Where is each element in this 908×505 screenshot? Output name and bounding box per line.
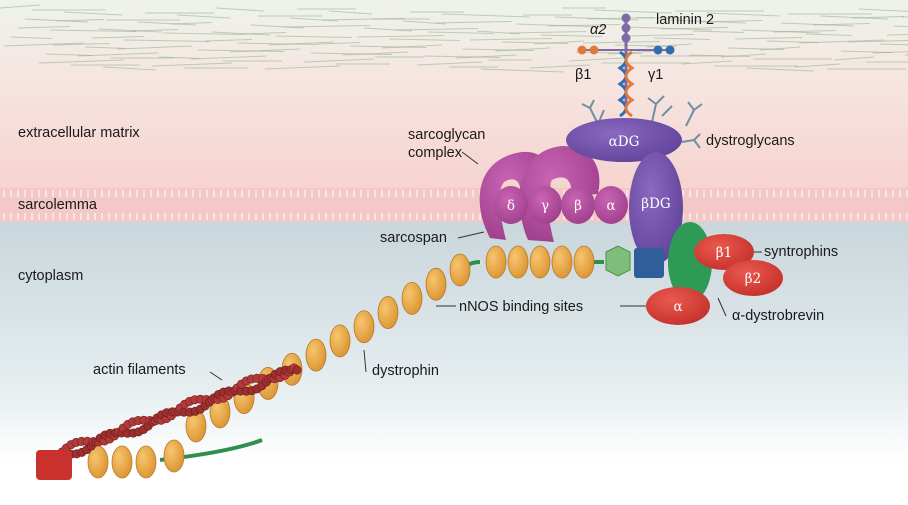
dystrophin-bead xyxy=(529,245,551,279)
dystrobrevin-label: α-dystrobrevin xyxy=(732,308,824,324)
dystrophin-bead xyxy=(401,281,423,315)
cysteine-rich-domain xyxy=(634,248,664,278)
nnos-label: nNOS binding sites xyxy=(459,299,583,315)
laminin-beta-label: β1 xyxy=(575,67,591,83)
syn-b2-label: β2 xyxy=(745,271,761,287)
sarcoglycan-label-1: sarcoglycan xyxy=(408,127,485,143)
laminin-arm-bead xyxy=(653,45,663,55)
sarcoglycan-subunits: δ γ β α xyxy=(494,186,628,224)
sg-alpha-label: α xyxy=(606,198,615,214)
dystrophin-bead xyxy=(485,245,507,279)
laminin-arm-bead xyxy=(665,45,675,55)
glycan-branches xyxy=(581,95,703,149)
ecm-fibers xyxy=(0,4,908,73)
laminin-arm-bead xyxy=(577,45,587,55)
sarcolemma-label: sarcolemma xyxy=(18,197,98,213)
dystrophin-bead xyxy=(353,310,375,344)
dystrophin-bead xyxy=(305,338,327,372)
actin-label: actin filaments xyxy=(93,362,186,378)
sg-beta-label: β xyxy=(574,198,582,214)
laminin-alpha-bead xyxy=(621,23,631,33)
dystrophin-bead xyxy=(377,296,399,329)
laminin-arm-bead xyxy=(589,45,599,55)
actin-binding-domain xyxy=(36,450,72,480)
dystroglycans-label: dystroglycans xyxy=(706,133,795,149)
dbr-alpha-label: α xyxy=(673,299,682,315)
dystrophin-bead xyxy=(111,445,133,479)
dystrophin-bead xyxy=(425,267,447,301)
sg-gamma-label: γ xyxy=(541,198,549,214)
dystrophin-bead xyxy=(573,245,595,279)
sarcoglycan-label-2: complex xyxy=(408,145,463,161)
syntrophin-b1 xyxy=(694,234,754,270)
laminin-gamma-label: γ1 xyxy=(648,67,663,83)
hexagon-domain xyxy=(605,245,631,277)
dystrophin-bead xyxy=(329,324,351,358)
laminin-label: laminin 2 xyxy=(656,12,714,28)
dystrobrevin-alpha xyxy=(646,287,710,325)
beta-dystroglycan xyxy=(629,152,683,264)
dystroglycan-complex: αDG βDG xyxy=(566,118,683,264)
syntrophin-b2 xyxy=(723,260,783,296)
sarcoglycan-alpha xyxy=(594,186,628,224)
laminin-alpha-bead xyxy=(621,13,631,23)
adg-label: αDG xyxy=(609,134,640,150)
dystrophin-bead xyxy=(507,245,529,279)
cytoplasm-label: cytoplasm xyxy=(18,268,83,284)
dystrophin-bead xyxy=(135,445,157,479)
dystrophin-chain xyxy=(87,245,604,479)
actin-filament xyxy=(57,363,302,459)
sarcoglycan-delta xyxy=(494,186,528,224)
alpha-dystroglycan xyxy=(566,118,682,162)
laminin-2 xyxy=(577,13,675,118)
laminin-alpha-label: α2 xyxy=(590,22,606,38)
dystrophin-bead xyxy=(449,253,471,287)
dystrophin-bead xyxy=(163,439,185,473)
dystrophin-label: dystrophin xyxy=(372,363,439,379)
ecm-label: extracellular matrix xyxy=(18,125,140,141)
laminin-alpha-bead xyxy=(621,33,631,43)
sarcoglycan-gamma xyxy=(528,186,562,224)
dystrophin-bead xyxy=(551,245,573,279)
sarcospan-label: sarcospan xyxy=(380,230,447,246)
sarcolemma-region xyxy=(0,188,908,222)
syntrophins-label: syntrophins xyxy=(764,244,838,260)
sarcoglycan-beta xyxy=(561,186,595,224)
bdg-label: βDG xyxy=(641,196,670,212)
sg-delta-label: δ xyxy=(507,198,515,214)
syn-b1-label: β1 xyxy=(716,245,732,261)
actin-monomer xyxy=(292,365,302,375)
